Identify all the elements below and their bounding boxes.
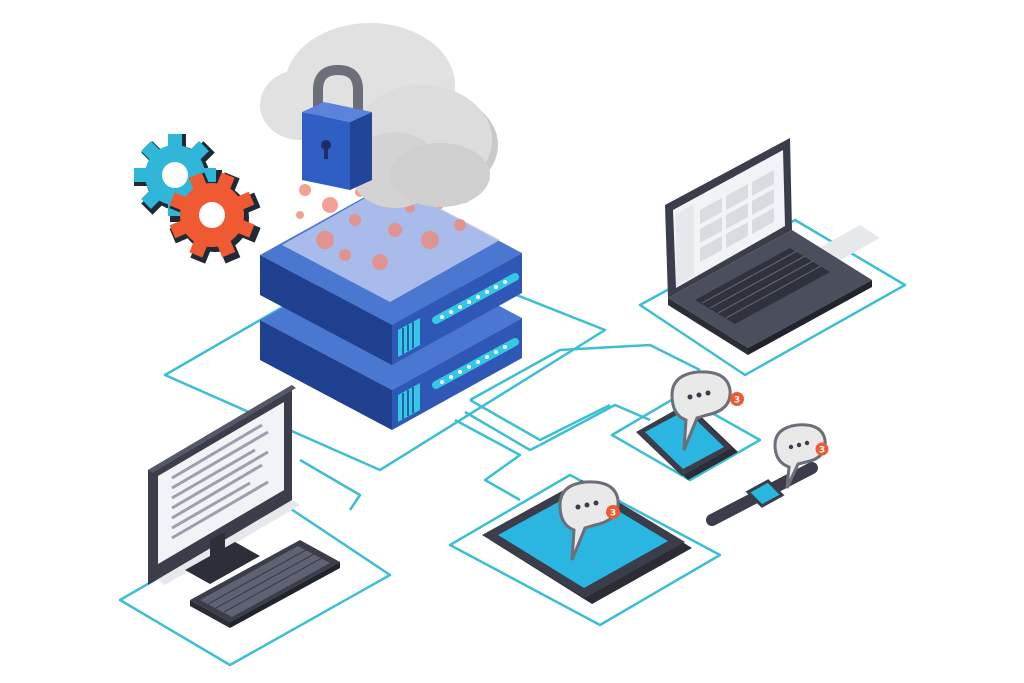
server-lower-lights	[440, 345, 507, 384]
tablet-icon	[482, 480, 692, 604]
link-server-desktop	[299, 458, 362, 511]
typing-dots	[687, 390, 711, 400]
smartwatch-icon	[706, 462, 818, 526]
server-upper-lights-rail	[432, 273, 519, 324]
notification-badge	[606, 505, 620, 519]
chat-bubble-phone: 3	[670, 370, 744, 451]
notification-count: 3	[819, 446, 825, 456]
padlock-body-side	[350, 112, 372, 190]
link-server-phone	[539, 403, 651, 447]
link-server-network-b	[464, 410, 541, 452]
phone-platform	[610, 393, 762, 482]
notification-count: 3	[734, 396, 740, 406]
chat-bubble-watch: 3	[773, 423, 829, 489]
watch-face	[745, 479, 785, 508]
notification-badge	[730, 392, 744, 406]
server-lower-lights-rail	[432, 338, 519, 389]
link-server-tablet	[454, 418, 522, 502]
typing-dots	[788, 440, 810, 450]
typing-dots	[575, 500, 599, 510]
laptop-icon	[665, 138, 880, 355]
server-upper-lights	[440, 280, 507, 319]
cloud-icon	[260, 23, 498, 208]
document-lines	[171, 423, 269, 540]
laptop-keyboard	[695, 248, 830, 324]
notification-badge	[815, 442, 829, 456]
laptop-screen-grid	[700, 170, 774, 262]
notification-count: 3	[610, 509, 616, 519]
chat-bubble-tablet: 3	[558, 480, 620, 561]
server-stack-icon	[260, 183, 522, 430]
monitor-base	[185, 542, 260, 584]
link-server-laptop	[469, 343, 701, 402]
link-server-network-a	[469, 398, 611, 442]
tablet-platform	[448, 473, 722, 627]
server-lower-side	[260, 320, 392, 430]
desktop-computer-icon	[148, 385, 340, 628]
gears-icon	[134, 134, 261, 264]
data-particles	[296, 184, 470, 270]
padlock-icon	[302, 64, 372, 190]
chat-bubble-icon	[558, 480, 620, 561]
chat-bubble-icon	[670, 370, 732, 451]
gear-orange-icon	[169, 172, 261, 264]
tablet-screen	[498, 489, 668, 588]
server-upper-side	[260, 255, 392, 365]
chat-bubble-icon	[773, 423, 827, 489]
data-transfer-glow	[282, 183, 500, 302]
